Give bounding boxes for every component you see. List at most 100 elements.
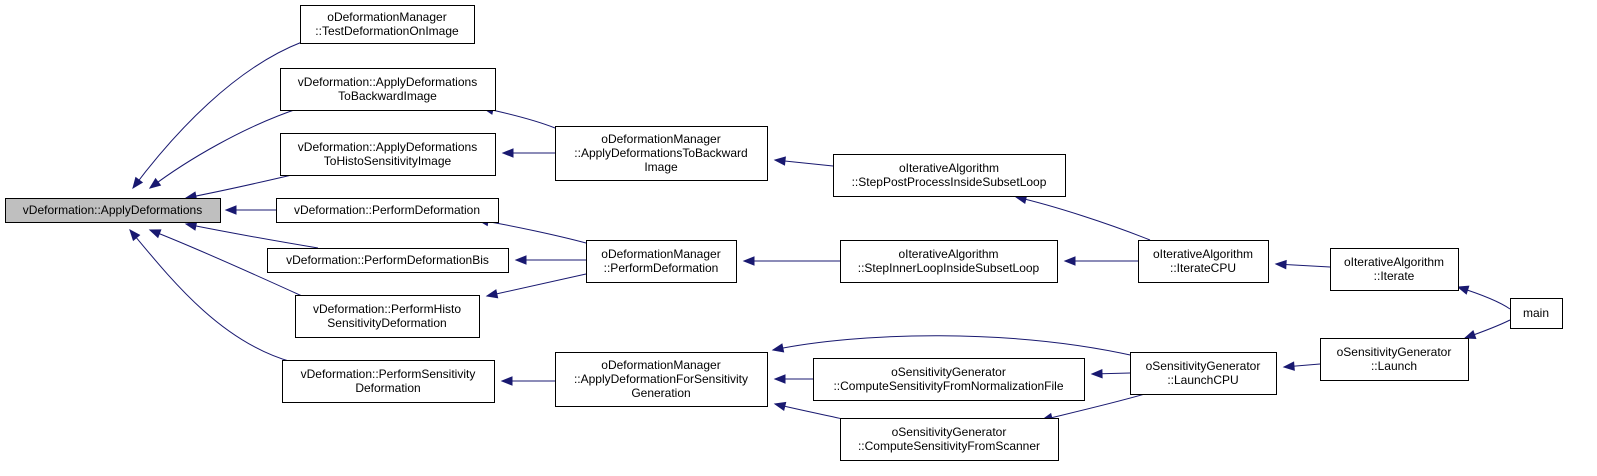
node-label-line: ::ComputeSensitivityFromNormalizationFil… bbox=[833, 379, 1063, 393]
node-label-line: main bbox=[1523, 306, 1549, 320]
node-box bbox=[267, 248, 509, 273]
edge-launch_cpu-to-compute_sensitivity_from_normalization_file bbox=[1090, 368, 1131, 379]
node-box bbox=[276, 198, 499, 223]
node-label-line: ::ComputeSensitivityFromScanner bbox=[858, 439, 1040, 453]
node-box bbox=[295, 295, 480, 338]
node-launch[interactable]: oSensitivityGenerator::Launch bbox=[1320, 338, 1469, 381]
node-label-line: oIterativeAlgorithm bbox=[1344, 255, 1444, 269]
node-iterate-cpu[interactable]: oIterativeAlgorithm::IterateCPU bbox=[1138, 240, 1269, 283]
node-perform-deformation-bis[interactable]: vDeformation::PerformDeformationBis bbox=[267, 248, 509, 273]
arrowhead bbox=[1090, 368, 1103, 379]
node-launch-cpu[interactable]: oSensitivityGenerator::LaunchCPU bbox=[1130, 352, 1277, 395]
edge-line bbox=[129, 229, 293, 363]
node-box bbox=[813, 358, 1085, 401]
node-box bbox=[280, 133, 496, 176]
node-label-line: oSensitivityGenerator bbox=[891, 365, 1006, 379]
node-layer: vDeformation::ApplyDeformationsoDeformat… bbox=[5, 5, 1563, 461]
node-label-line: oDeformationManager bbox=[327, 10, 446, 24]
node-label-line: vDeformation::ApplyDeformations bbox=[23, 203, 202, 217]
edge-launch-to-launch_cpu bbox=[1282, 361, 1321, 371]
edge-main-to-iterate bbox=[1456, 285, 1511, 310]
edge-test_deformation_on_image-to-apply_deformations bbox=[132, 41, 303, 190]
edge-line bbox=[149, 107, 301, 189]
edge-line bbox=[149, 229, 303, 297]
node-box bbox=[1320, 338, 1469, 381]
edge-iterate_cpu-to-step_post_process_inside_subset_loop bbox=[1014, 194, 1151, 241]
node-label-line: vDeformation::PerformDeformation bbox=[294, 203, 480, 217]
node-box bbox=[840, 240, 1058, 283]
node-label-line: vDeformation::ApplyDeformations bbox=[298, 75, 477, 89]
node-box bbox=[840, 418, 1059, 461]
arrowhead bbox=[148, 229, 162, 239]
arrowhead bbox=[500, 376, 513, 386]
node-mgr-apply-deformations-to-backward-image[interactable]: oDeformationManager::ApplyDeformationsTo… bbox=[555, 126, 768, 181]
node-label-line: ::IterateCPU bbox=[1170, 261, 1236, 275]
arrowhead bbox=[132, 176, 144, 190]
node-main[interactable]: main bbox=[1510, 298, 1563, 329]
arrowhead bbox=[501, 148, 514, 158]
node-mgr-perform-deformation[interactable]: oDeformationManager::PerformDeformation bbox=[586, 240, 737, 283]
node-label-line: oDeformationManager bbox=[601, 358, 720, 372]
node-box bbox=[5, 198, 221, 223]
edge-perform_histo_sensitivity_deformation-to-apply_deformations bbox=[148, 229, 303, 297]
node-label-line: ::ApplyDeformationsToBackward bbox=[574, 146, 747, 160]
node-apply-deformations[interactable]: vDeformation::ApplyDeformations bbox=[5, 198, 221, 223]
edge-apply_deformations_to_backward_image-to-apply_deformations bbox=[148, 107, 301, 189]
edge-perform_deformation_bis-to-apply_deformations bbox=[184, 221, 319, 249]
node-box bbox=[280, 68, 496, 111]
arrowhead bbox=[1282, 361, 1295, 371]
node-box bbox=[1510, 298, 1563, 329]
node-perform-deformation[interactable]: vDeformation::PerformDeformation bbox=[276, 198, 499, 223]
arrowhead bbox=[129, 228, 141, 242]
arrowhead bbox=[514, 255, 527, 265]
arrowhead bbox=[148, 177, 162, 189]
node-box bbox=[1130, 352, 1277, 395]
node-box bbox=[555, 126, 768, 181]
node-apply-deformations-to-histo-sensitivity-image[interactable]: vDeformation::ApplyDeformationsToHistoSe… bbox=[280, 133, 496, 176]
node-label-line: ::StepInnerLoopInsideSubsetLoop bbox=[858, 261, 1040, 275]
arrowhead bbox=[1063, 256, 1076, 266]
node-label-line: ::Iterate bbox=[1374, 269, 1415, 283]
arrowhead bbox=[1274, 259, 1287, 270]
node-box bbox=[1330, 248, 1459, 291]
node-apply-deformations-to-backward-image[interactable]: vDeformation::ApplyDeformationsToBackwar… bbox=[280, 68, 496, 111]
node-mgr-apply-deformation-for-sensitivity-generation[interactable]: oDeformationManager::ApplyDeformationFor… bbox=[555, 352, 768, 407]
node-perform-sensitivity-deformation[interactable]: vDeformation::PerformSensitivityDeformat… bbox=[282, 360, 495, 403]
node-label-line: oDeformationManager bbox=[601, 132, 720, 146]
edge-compute_sensitivity_from_normalization_file-to-mgr_apply_deformation_for_sensitivity_generation bbox=[773, 374, 813, 384]
edge-line bbox=[772, 335, 1136, 357]
node-step-post-process-inside-subset-loop[interactable]: oIterativeAlgorithm::StepPostProcessInsi… bbox=[833, 154, 1066, 197]
node-iterate[interactable]: oIterativeAlgorithm::Iterate bbox=[1330, 248, 1459, 291]
node-label-line: Generation bbox=[631, 386, 690, 400]
node-label-line: oIterativeAlgorithm bbox=[898, 247, 998, 261]
node-label-line: oSensitivityGenerator bbox=[1337, 345, 1452, 359]
arrowhead bbox=[1463, 330, 1477, 339]
edge-line bbox=[185, 173, 297, 199]
edge-line bbox=[1015, 196, 1151, 241]
node-label-line: SensitivityDeformation bbox=[327, 316, 446, 330]
arrowhead bbox=[1456, 285, 1470, 295]
node-box bbox=[1138, 240, 1269, 283]
edge-mgr_apply_deformations_to_backward_image-to-apply_deformations_to_histo_sensitivity_image bbox=[501, 148, 555, 158]
edge-perform_sensitivity_deformation-to-apply_deformations bbox=[129, 228, 293, 363]
node-compute-sensitivity-from-scanner[interactable]: oSensitivityGenerator::ComputeSensitivit… bbox=[840, 418, 1059, 461]
node-label-line: Deformation bbox=[355, 381, 420, 395]
node-compute-sensitivity-from-normalization-file[interactable]: oSensitivityGenerator::ComputeSensitivit… bbox=[813, 358, 1085, 401]
edge-mgr_perform_deformation-to-perform_deformation_bis bbox=[514, 255, 586, 265]
node-box bbox=[555, 352, 768, 407]
arrowhead bbox=[485, 289, 499, 299]
edge-step_post_process_inside_subset_loop-to-mgr_apply_deformations_to_backward_image bbox=[773, 156, 834, 167]
edge-iterate_cpu-to-step_inner_loop_inside_subset_loop bbox=[1063, 256, 1138, 266]
node-label-line: vDeformation::PerformSensitivity bbox=[301, 367, 476, 381]
edge-mgr_apply_deformation_for_sensitivity_generation-to-perform_sensitivity_deformation bbox=[500, 376, 555, 386]
node-box bbox=[300, 5, 475, 44]
node-label-line: ToBackwardImage bbox=[338, 89, 437, 103]
node-label-line: oSensitivityGenerator bbox=[892, 425, 1007, 439]
edge-line bbox=[185, 223, 319, 249]
node-test-deformation-on-image[interactable]: oDeformationManager::TestDeformationOnIm… bbox=[300, 5, 475, 44]
node-step-inner-loop-inside-subset-loop[interactable]: oIterativeAlgorithm::StepInnerLoopInside… bbox=[840, 240, 1058, 283]
node-perform-histo-sensitivity-deformation[interactable]: vDeformation::PerformHistoSensitivityDef… bbox=[295, 295, 480, 338]
edge-mgr_perform_deformation-to-perform_histo_sensitivity_deformation bbox=[485, 273, 587, 299]
node-label-line: Image bbox=[644, 160, 678, 174]
